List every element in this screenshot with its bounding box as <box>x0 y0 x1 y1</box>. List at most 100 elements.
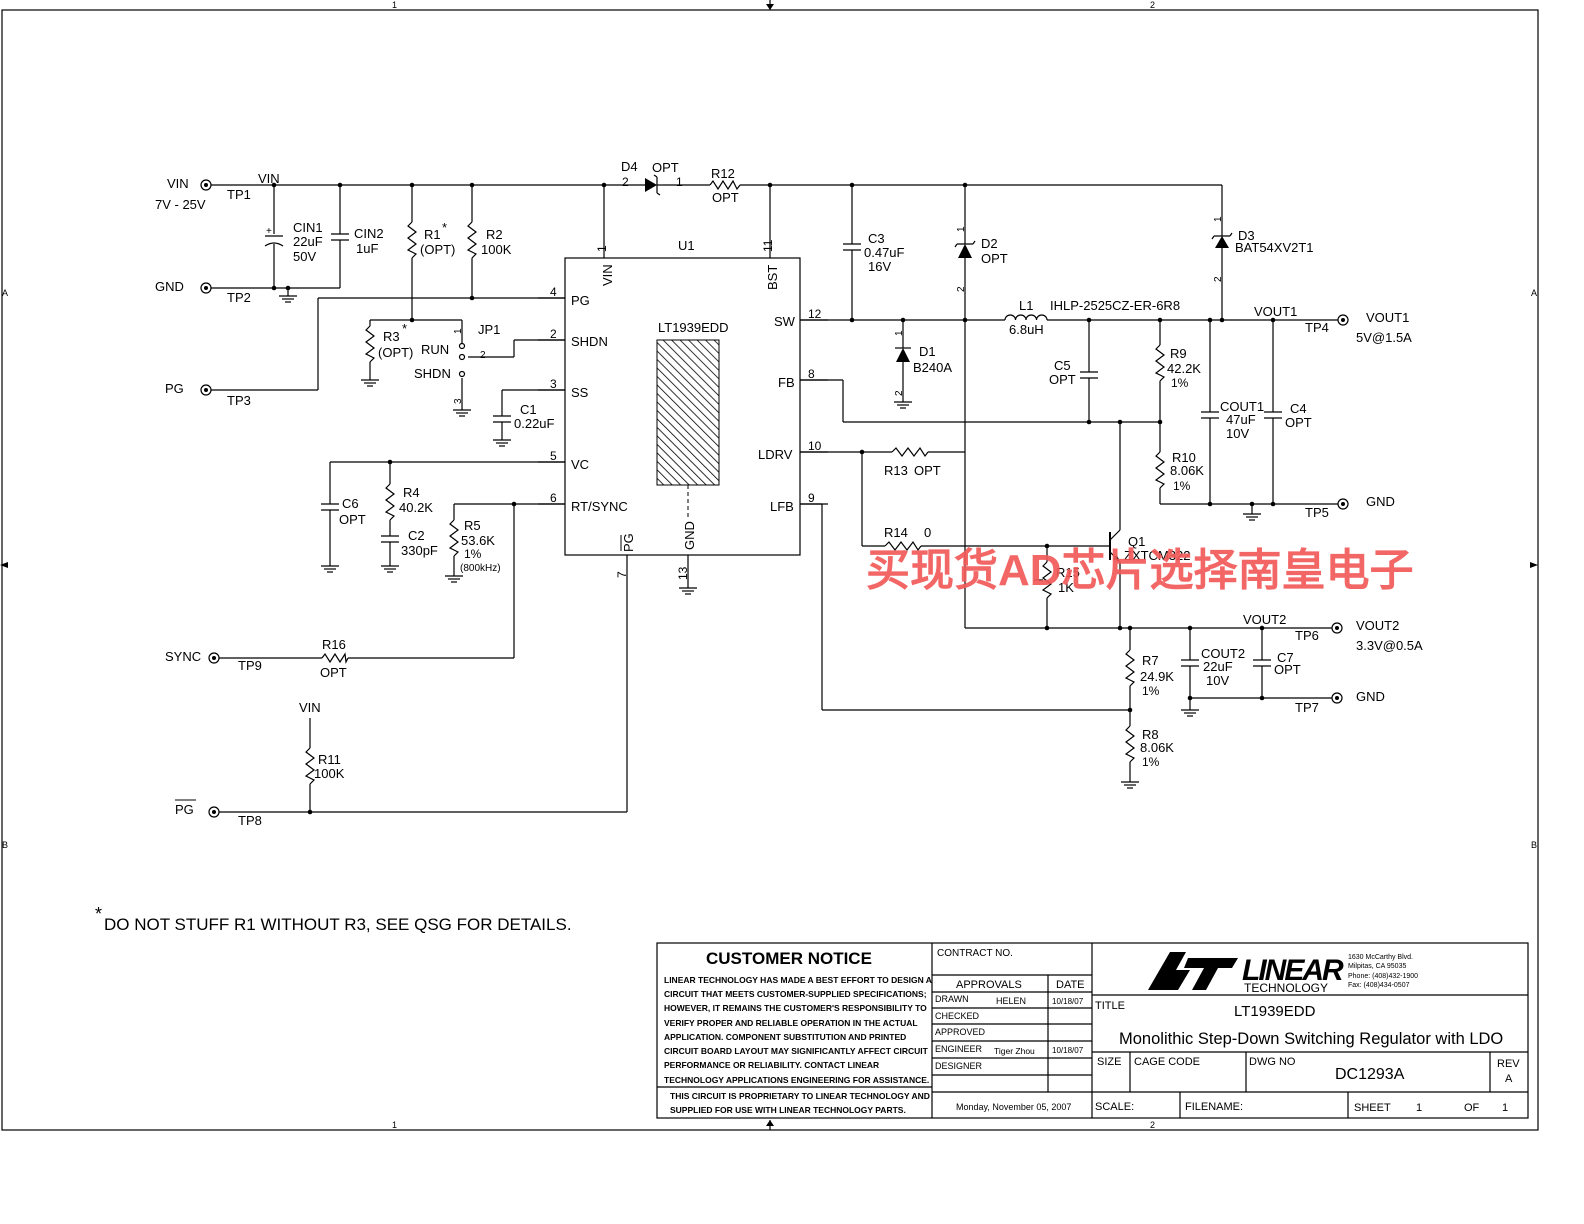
vout1-net-label: VOUT1 <box>1254 304 1297 319</box>
tp7-terminal[interactable] <box>1331 692 1343 704</box>
junction-dots <box>271 182 1276 815</box>
title-description: Monolithic Step-Down Switching Regulator… <box>1119 1030 1503 1048</box>
c2-ref: C2 <box>408 528 425 543</box>
d4-pin1: 1 <box>676 175 683 189</box>
test-points <box>200 179 1349 818</box>
tp3-terminal[interactable] <box>200 384 212 396</box>
tp1-terminal[interactable] <box>200 179 212 191</box>
r5-ref: R5 <box>464 518 481 533</box>
notice-line: TECHNOLOGY APPLICATIONS ENGINEERING FOR … <box>664 1075 929 1085</box>
approvals-label: APPROVALS <box>956 979 1022 991</box>
customer-notice-title: CUSTOMER NOTICE <box>706 949 872 968</box>
footnote-star: * <box>95 904 102 924</box>
d2-ref: D2 <box>981 236 998 251</box>
pin-num-7: 7 <box>615 571 629 578</box>
notice-line: APPLICATION. COMPONENT SUBSTITUTION AND … <box>664 1032 906 1042</box>
pin-num-8: 8 <box>808 367 815 381</box>
tp4-terminal[interactable] <box>1337 314 1349 326</box>
jp1-pin1: 1 <box>453 328 464 334</box>
jp1-jumper[interactable] <box>458 342 466 378</box>
pin-num-2: 2 <box>550 327 557 341</box>
ic-pin-fb: FB <box>778 375 795 390</box>
tp1-label: TP1 <box>227 187 251 202</box>
notice-line: LINEAR TECHNOLOGY HAS MADE A BEST EFFORT… <box>664 975 932 985</box>
tp8-terminal[interactable] <box>208 806 220 818</box>
d2-pin1: 1 <box>956 226 967 232</box>
port-gnd7-label: GND <box>1356 689 1385 704</box>
logo-word: LINEAR <box>1242 954 1344 987</box>
drawn-label: DRAWN <box>935 994 969 1004</box>
c6-ref: C6 <box>342 496 359 511</box>
cin1-value: 22uF <box>293 234 323 249</box>
of-number: 1 <box>1502 1102 1508 1114</box>
filename-label: FILENAME: <box>1185 1101 1243 1113</box>
d1-pin2: 2 <box>894 390 905 396</box>
engineer-label: ENGINEER <box>935 1044 983 1054</box>
d3-ref: D3 <box>1238 228 1255 243</box>
checked-label: CHECKED <box>935 1011 980 1021</box>
ic-pin-lfb: LFB <box>770 499 794 514</box>
watermark-text: 买现货AD芯片选择南皇电子 <box>866 546 1414 595</box>
port-gnd5-label: GND <box>1366 494 1395 509</box>
approved-label: APPROVED <box>935 1027 986 1037</box>
r9-tolerance: 1% <box>1171 376 1189 390</box>
c7-value: OPT <box>1274 662 1301 677</box>
address-line: Phone: (408)432-1900 <box>1348 973 1418 980</box>
q1-value: ZXTCM322 <box>1124 548 1190 563</box>
port-pgbar-label: PG <box>175 802 194 817</box>
r16-value: OPT <box>320 665 347 680</box>
drawn-date: 10/18/07 <box>1052 997 1084 1006</box>
r14-value: 0 <box>924 525 931 540</box>
r12-ref: R12 <box>711 166 735 181</box>
cage-code-label: CAGE CODE <box>1134 1056 1200 1068</box>
pin-num-10: 10 <box>808 439 822 453</box>
border-col-1-top: 1 <box>392 0 397 10</box>
inductor-l1-coil <box>1004 314 1048 321</box>
dwg-no-label: DWG NO <box>1249 1056 1296 1068</box>
cout1-value: 47uF <box>1226 412 1256 427</box>
tp5-terminal[interactable] <box>1337 498 1349 510</box>
c2-value: 330pF <box>401 543 438 558</box>
resistor-zigzags <box>304 179 1166 785</box>
r12-value: OPT <box>712 190 739 205</box>
r5-frequency: (800kHz) <box>460 563 501 574</box>
tp6-terminal[interactable] <box>1331 622 1343 634</box>
border-row-b-right: B <box>1531 840 1537 850</box>
ic-u1-body <box>564 257 801 556</box>
print-date: Monday, November 05, 2007 <box>956 1102 1071 1112</box>
rev-label: REV <box>1497 1058 1520 1070</box>
size-label: SIZE <box>1097 1056 1121 1068</box>
port-vout1-label: VOUT1 <box>1366 310 1409 325</box>
tp8-label: TP8 <box>238 813 262 828</box>
r11-value: 100K <box>314 766 345 781</box>
of-label: OF <box>1464 1102 1480 1114</box>
pin-num-12: 12 <box>808 307 822 321</box>
r15-value: 1K <box>1058 580 1074 595</box>
sheet-label: SHEET <box>1354 1102 1391 1114</box>
tp2-terminal[interactable] <box>200 282 212 294</box>
tp2-label: TP2 <box>227 290 251 305</box>
jp1-shdn: SHDN <box>414 366 451 381</box>
pin-num-5: 5 <box>550 449 557 463</box>
wires <box>211 184 1338 813</box>
r10-tolerance: 1% <box>1173 479 1191 493</box>
c7-ref: C7 <box>1277 650 1294 665</box>
r8-value: 8.06K <box>1140 740 1174 755</box>
pin-num-4: 4 <box>550 285 557 299</box>
d1-ref: D1 <box>919 344 936 359</box>
c5-value: OPT <box>1049 372 1076 387</box>
rev-value: A <box>1505 1073 1513 1085</box>
r8-tolerance: 1% <box>1142 755 1160 769</box>
r2-ref: R2 <box>486 227 503 242</box>
r16-ref: R16 <box>322 637 346 652</box>
jp1-pin2: 2 <box>480 350 486 361</box>
c5-ref: C5 <box>1054 358 1071 373</box>
c3-voltage: 16V <box>868 259 891 274</box>
notice-line: CIRCUIT BOARD LAYOUT MAY SIGNIFICANTLY A… <box>664 1046 929 1056</box>
notice-line: PERFORMANCE OR RELIABILITY. CONTACT LINE… <box>664 1060 879 1070</box>
r13-ref: R13 <box>884 463 908 478</box>
pin-num-11: 11 <box>761 239 775 252</box>
tp9-terminal[interactable] <box>208 652 220 664</box>
title-label: TITLE <box>1095 1000 1125 1012</box>
